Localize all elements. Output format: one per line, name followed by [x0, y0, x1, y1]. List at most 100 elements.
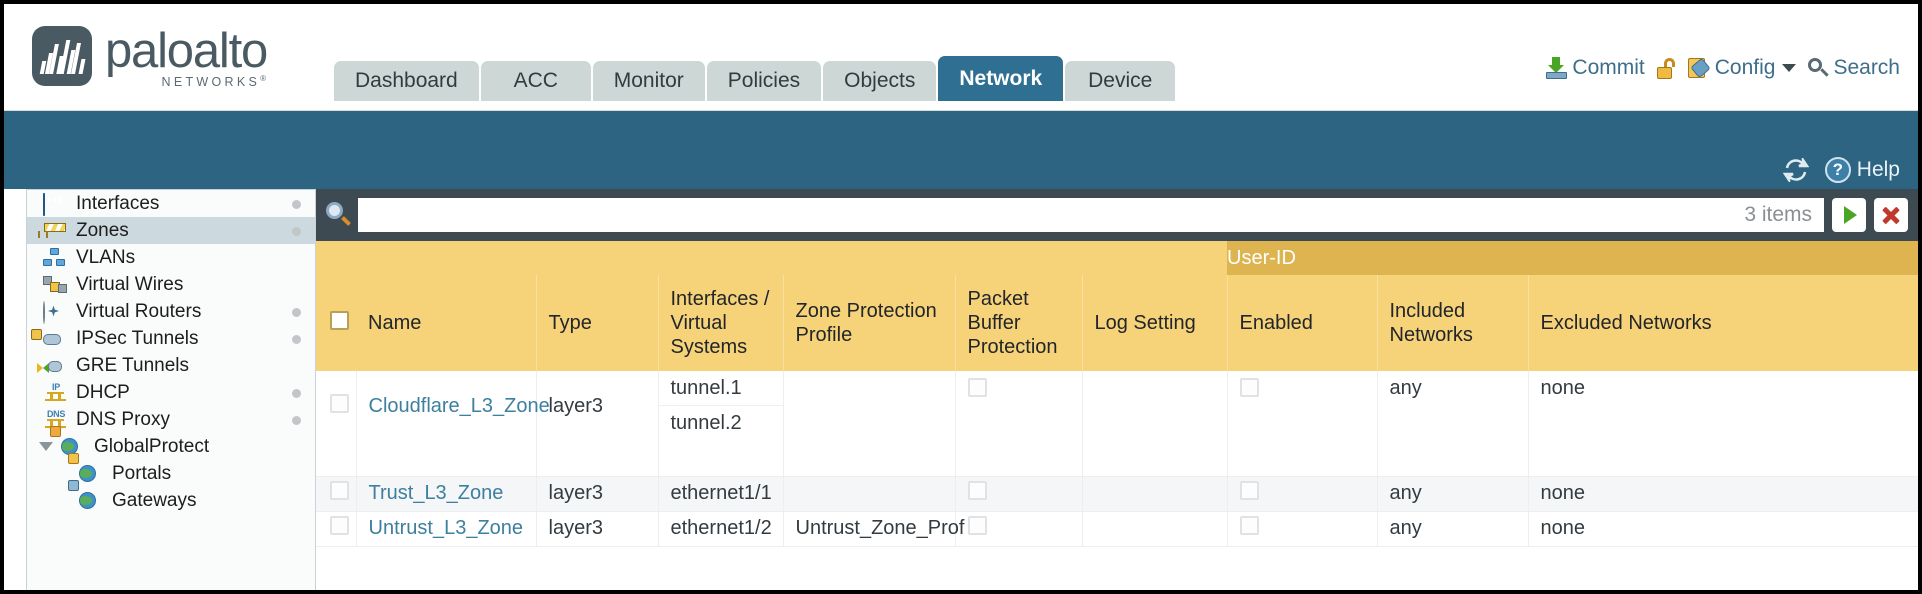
sidebar-item-interfaces[interactable]: Interfaces	[27, 190, 315, 217]
sidebar-item-portals[interactable]: Portals	[27, 452, 315, 487]
column-header-log-setting[interactable]: Log Setting	[1082, 275, 1228, 371]
table-row[interactable]: Untrust_L3_Zone layer3 ethernet1/2 Untru…	[316, 511, 1918, 547]
cell-type: layer3	[536, 371, 659, 441]
packet-buffer-protection-checkbox[interactable]	[967, 378, 987, 397]
column-header-included-networks[interactable]: Included Networks	[1377, 275, 1529, 371]
sidebar-label: Gateways	[112, 489, 197, 511]
expander-triangle-icon[interactable]	[39, 442, 53, 451]
sidebar-item-virtual-routers[interactable]: Virtual Routers	[27, 298, 315, 325]
apply-filter-icon	[1844, 206, 1857, 224]
tab-objects[interactable]: Objects	[823, 61, 937, 101]
table-row[interactable]: Trust_L3_Zone layer3 ethernet1/1 any non…	[316, 476, 1918, 512]
clear-filter-button[interactable]	[1874, 198, 1908, 232]
tab-monitor[interactable]: Monitor	[592, 61, 705, 101]
sidebar-item-gateways[interactable]: Gateways	[27, 479, 315, 514]
cell-interfaces: ethernet1/2	[658, 511, 784, 547]
cell-name[interactable]: Untrust_L3_Zone	[356, 511, 537, 547]
column-header-packet-buffer-protection[interactable]: Packet Buffer Protection	[955, 275, 1083, 371]
cell-name[interactable]: Trust_L3_Zone	[356, 476, 537, 512]
user-id-enabled-checkbox[interactable]	[1239, 378, 1259, 397]
column-header-interfaces[interactable]: Interfaces / Virtual Systems	[658, 275, 784, 371]
column-header-excluded-networks[interactable]: Excluded Networks	[1528, 275, 1918, 371]
zone-name-link[interactable]: Cloudflare_L3_Zone	[368, 394, 550, 417]
cell-user-id-enabled[interactable]	[1227, 476, 1378, 512]
tab-device[interactable]: Device	[1065, 61, 1176, 101]
search-icon[interactable]	[324, 200, 354, 230]
select-all-header[interactable]	[316, 275, 356, 371]
sidebar-item-zones[interactable]: Zones	[27, 217, 315, 244]
column-header-name[interactable]: Name	[356, 275, 537, 371]
user-id-enabled-checkbox[interactable]	[1239, 516, 1259, 535]
cell-interfaces: ethernet1/1	[658, 476, 784, 512]
cell-packet-buffer-protection[interactable]	[955, 371, 1083, 441]
status-dot	[292, 308, 301, 317]
row-checkbox[interactable]	[330, 516, 349, 535]
cell-log-setting	[1082, 476, 1228, 512]
row-checkbox[interactable]	[330, 393, 349, 413]
tab-policies[interactable]: Policies	[706, 61, 822, 101]
cell-excluded-networks: none	[1528, 511, 1918, 547]
column-header-type[interactable]: Type	[536, 275, 659, 371]
row-select-cell[interactable]	[316, 511, 357, 547]
cell-included-networks: any	[1377, 476, 1529, 512]
zone-name-link[interactable]: Untrust_L3_Zone	[368, 517, 524, 539]
sidebar-item-globalprotect[interactable]: GlobalProtect	[27, 425, 315, 460]
search-label: Search	[1833, 56, 1900, 79]
sidebar-item-ipsec-tunnels[interactable]: IPSec Tunnels	[27, 325, 315, 352]
column-header-zone-protection-profile[interactable]: Zone Protection Profile	[783, 275, 956, 371]
sidebar-item-vlans[interactable]: VLANs	[27, 244, 315, 271]
spacer-cell	[1528, 441, 1918, 477]
top-toolbar: Commit Config Search	[1546, 56, 1900, 80]
packet-buffer-protection-checkbox[interactable]	[967, 516, 987, 535]
sidebar-item-virtual-wires[interactable]: Virtual Wires	[27, 271, 315, 298]
sub-header-actions: ? Help	[1782, 157, 1900, 183]
chevron-down-icon	[1782, 64, 1797, 72]
row-checkbox[interactable]	[330, 481, 349, 500]
config-label: Config	[1714, 56, 1776, 79]
top-header: paloalto NETWORKS® Dashboard ACC Monitor…	[4, 4, 1918, 111]
spacer-cell	[316, 441, 357, 477]
sidebar-item-gre-tunnels[interactable]: GRE Tunnels	[27, 352, 315, 379]
select-all-checkbox[interactable]	[330, 310, 349, 330]
table-group-header-row: User-ID	[316, 241, 1918, 275]
tab-network[interactable]: Network	[938, 56, 1064, 101]
status-dot	[292, 389, 301, 398]
apply-filter-button[interactable]	[1832, 198, 1866, 232]
table-row-spacer	[316, 441, 1918, 477]
user-id-enabled-checkbox[interactable]	[1239, 481, 1259, 500]
cell-user-id-enabled[interactable]	[1227, 371, 1378, 441]
cell-packet-buffer-protection[interactable]	[955, 476, 1083, 512]
search-button[interactable]: Search	[1808, 56, 1900, 80]
refresh-icon[interactable]	[1782, 158, 1809, 182]
column-header-enabled[interactable]: Enabled	[1227, 275, 1378, 371]
tab-dashboard[interactable]: Dashboard	[334, 61, 479, 101]
table-row[interactable]: Cloudflare_L3_Zone layer3 tunnel.1 tunne…	[316, 371, 1918, 441]
sidebar-item-dhcp[interactable]: IP DHCP	[27, 379, 315, 406]
vlans-icon	[43, 247, 69, 268]
cell-zone-protection-profile	[783, 476, 956, 512]
cell-user-id-enabled[interactable]	[1227, 511, 1378, 547]
zone-name-link[interactable]: Trust_L3_Zone	[368, 482, 504, 504]
row-select-cell[interactable]	[316, 476, 357, 512]
lock-icon	[1656, 57, 1676, 79]
cell-name[interactable]: Cloudflare_L3_Zone	[356, 371, 550, 441]
main-content: 3 items User-ID	[316, 189, 1918, 590]
filter-input[interactable]: 3 items	[358, 198, 1824, 232]
help-button[interactable]: ? Help	[1824, 157, 1900, 183]
commit-button[interactable]: Commit	[1546, 56, 1645, 80]
sidebar-label: Zones	[76, 219, 129, 241]
sidebar-item-dns-proxy[interactable]: DNS DNS Proxy	[27, 406, 315, 433]
cell-type: layer3	[536, 476, 659, 512]
cell-packet-buffer-protection[interactable]	[955, 511, 1083, 547]
sidebar-label: DHCP	[76, 381, 130, 403]
lock-button[interactable]	[1656, 57, 1676, 79]
config-menu[interactable]: Config	[1687, 56, 1797, 80]
tab-acc[interactable]: ACC	[480, 61, 591, 101]
row-select-cell[interactable]	[316, 371, 357, 441]
status-dot	[292, 335, 301, 344]
packet-buffer-protection-checkbox[interactable]	[967, 481, 987, 500]
spacer-cell	[658, 441, 784, 477]
status-dot	[292, 227, 301, 236]
virtual-routers-icon	[43, 300, 69, 324]
